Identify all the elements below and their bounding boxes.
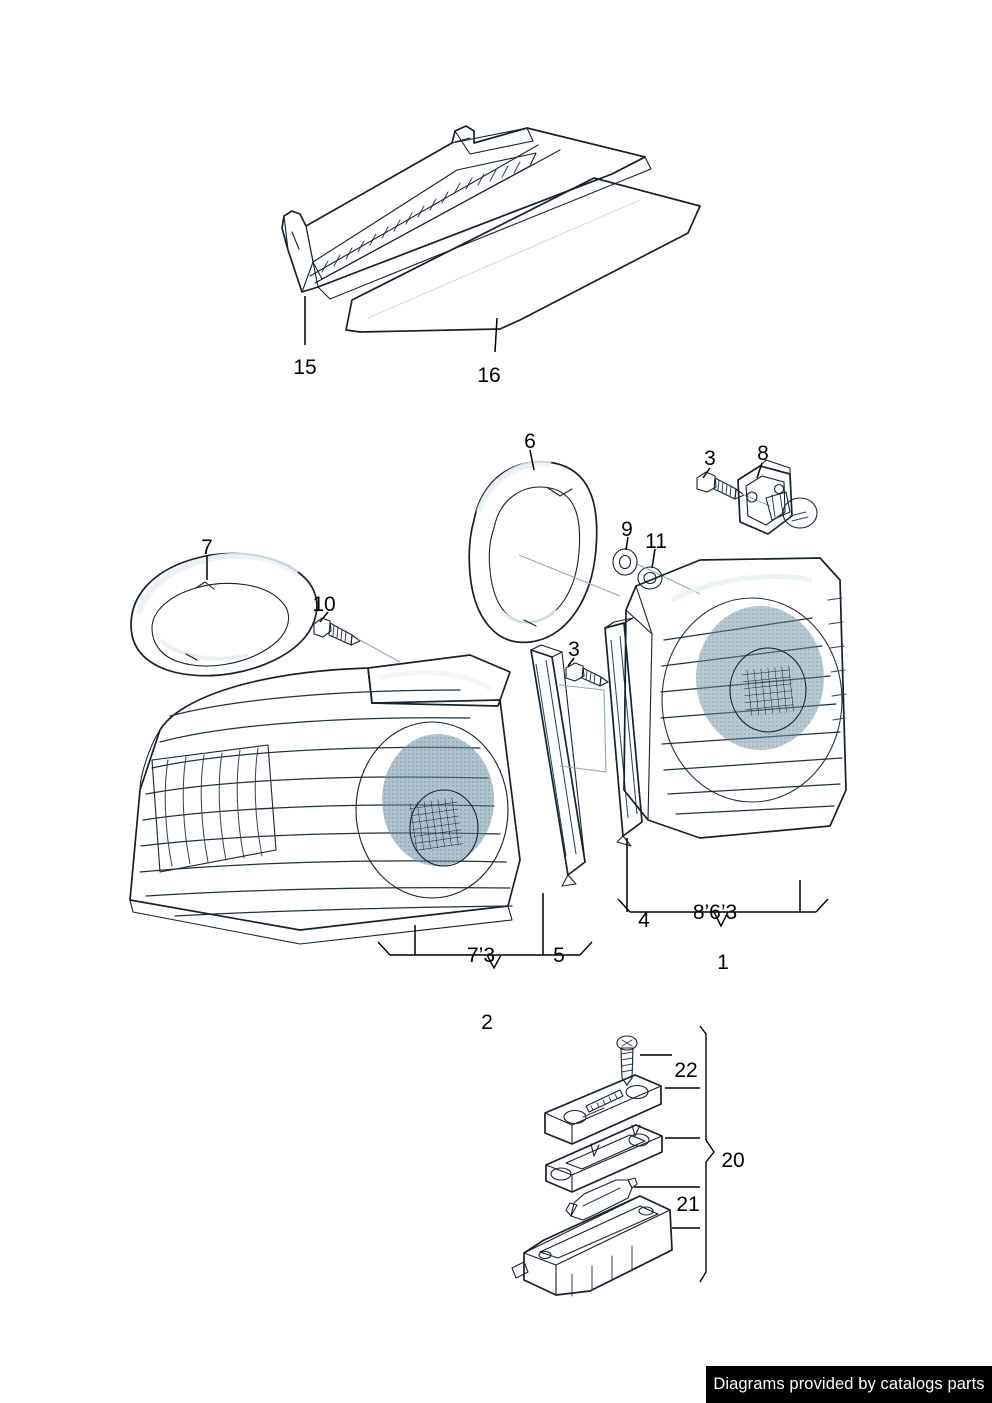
- part-3-screw-lower: [565, 662, 609, 687]
- bracket-2: [377, 893, 593, 970]
- axis-6: [518, 554, 621, 597]
- leader-9: [625, 536, 629, 551]
- part-2-tail-light-left: [129, 654, 521, 945]
- callout-8: 8: [757, 442, 769, 465]
- callout-22: 22: [674, 1059, 697, 1082]
- part-21-festoon-bulb: [565, 1177, 638, 1221]
- part-7-gasket-left: [130, 552, 318, 677]
- callout-3-lower: 3: [568, 638, 580, 661]
- leader-11: [651, 548, 656, 569]
- leader-16: [494, 317, 498, 353]
- callout-numbers: 15 16 7 10 6 3 8 9 11 3 4 22 20 21: [201, 356, 769, 1216]
- callout-15: 15: [293, 356, 316, 379]
- part-6-gasket-center: [468, 460, 598, 644]
- bracket1-member-863: 8’6’3: [693, 901, 737, 924]
- axis-3-lower: [558, 684, 607, 773]
- leader-3-lower: [567, 657, 575, 667]
- callout-11: 11: [645, 530, 667, 553]
- watermark-footer: Diagrams provided by catalogs parts: [706, 1366, 992, 1403]
- callout-9: 9: [621, 518, 633, 541]
- bracket2-member-73: 7’3: [467, 944, 495, 967]
- bracket-20: [634, 1025, 715, 1283]
- part-20-lens-cover: [544, 1074, 662, 1157]
- part-1-tail-light-right: [623, 557, 847, 839]
- part-22-screw: [616, 1035, 638, 1086]
- callout-7: 7: [201, 536, 213, 559]
- part-9-grommet: [612, 548, 638, 576]
- axis-9-11: [636, 563, 701, 595]
- leader-3-upper: [702, 467, 711, 479]
- part-20-frame: [545, 1124, 663, 1193]
- bracket-labels: 7’3 5 2 8’6’3 1: [467, 901, 737, 1034]
- leader-10: [319, 611, 329, 623]
- leader-8: [756, 462, 763, 479]
- part-5-reflector-strip-left: [530, 644, 586, 887]
- bracket2-result-2: 2: [481, 1011, 493, 1034]
- part-15-high-mount-brake-light: [281, 125, 652, 300]
- bracket2-member-5: 5: [553, 944, 565, 967]
- callout-3-upper: 3: [704, 447, 716, 470]
- bracket-1: [617, 838, 829, 928]
- callout-21: 21: [676, 1193, 699, 1216]
- callout-16: 16: [477, 364, 500, 387]
- bracket1-result-1: 1: [717, 951, 729, 974]
- callout-4: 4: [638, 909, 650, 932]
- part-10-screw: [313, 617, 361, 646]
- watermark-text: Diagrams provided by catalogs parts: [713, 1375, 985, 1393]
- part-4-reflector-strip-right: [604, 617, 643, 847]
- callout-20: 20: [721, 1149, 744, 1172]
- callout-10: 10: [312, 593, 335, 616]
- part-8-bulb-holder: [737, 459, 818, 535]
- callout-6: 6: [524, 430, 536, 453]
- part-16-brake-light-pane: [345, 177, 701, 333]
- leader-6: [529, 449, 535, 471]
- part-20-housing: [511, 1195, 673, 1297]
- axis-10: [357, 638, 401, 663]
